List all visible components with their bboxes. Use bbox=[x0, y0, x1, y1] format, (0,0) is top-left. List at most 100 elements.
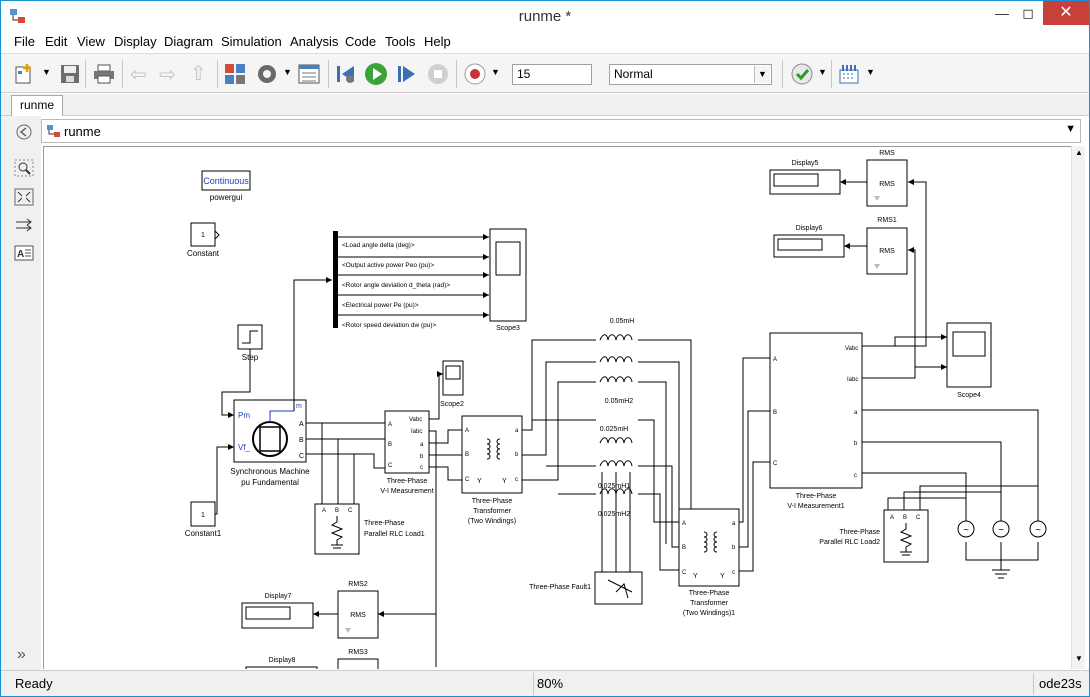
menu-tools[interactable]: Tools bbox=[385, 34, 416, 49]
vi-measurement-block[interactable]: A B C Vabc Iabc a b c Three-Phase V-I Me… bbox=[380, 410, 434, 495]
zoom-icon[interactable] bbox=[14, 159, 34, 177]
tr2-port-lb: b bbox=[732, 545, 736, 551]
scroll-up-icon[interactable]: ▲ bbox=[1075, 148, 1083, 157]
sm-port-a: A bbox=[299, 421, 304, 428]
powergui-name: powergui bbox=[210, 193, 243, 202]
menu-analysis[interactable]: Analysis bbox=[290, 34, 339, 49]
three-phase-fault-block[interactable]: Three-Phase Fault1 bbox=[529, 571, 643, 605]
tr1-port-lb: b bbox=[515, 452, 519, 458]
breadcrumb-model[interactable]: runme bbox=[64, 124, 101, 139]
build-dropdown-icon[interactable]: ▼ bbox=[866, 67, 875, 77]
menu-help[interactable]: Help bbox=[424, 34, 451, 49]
save-icon[interactable] bbox=[58, 62, 82, 86]
display6-block[interactable]: Display6 bbox=[773, 225, 845, 258]
tr2-port-la: a bbox=[732, 521, 736, 527]
vertical-scrollbar[interactable]: ▲ ▼ bbox=[1071, 146, 1085, 669]
status-solver[interactable]: ode23s bbox=[1039, 676, 1082, 691]
record-dropdown-icon[interactable]: ▼ bbox=[491, 67, 500, 77]
toolbar-separator bbox=[85, 60, 86, 88]
vi-port-c: C bbox=[388, 463, 393, 469]
forward-icon[interactable]: ⇨ bbox=[159, 64, 176, 86]
new-model-icon[interactable] bbox=[13, 62, 37, 86]
inductors[interactable] bbox=[599, 334, 633, 495]
rms-block[interactable]: RMS RMS bbox=[866, 150, 908, 207]
scope3-block[interactable]: Scope3 bbox=[489, 228, 527, 332]
sm-name-2: pu Fundamental bbox=[241, 478, 299, 487]
bus-signal: <Load angle delta (deg)> bbox=[342, 242, 415, 249]
menu-view[interactable]: View bbox=[77, 34, 105, 49]
rms2-name: RMS2 bbox=[348, 581, 368, 588]
model-explorer-icon[interactable] bbox=[297, 62, 321, 86]
toolbar-separator bbox=[122, 60, 123, 88]
transformer2-block[interactable]: A B C a b c Y Y Three-Phase Transformer … bbox=[678, 508, 740, 617]
bus-selector[interactable] bbox=[333, 231, 338, 328]
maximize-button[interactable]: ◻ bbox=[1022, 5, 1034, 21]
record-icon[interactable] bbox=[463, 62, 487, 86]
scope2-block[interactable]: Scope2 bbox=[440, 360, 464, 408]
hide-browser-icon[interactable] bbox=[14, 123, 34, 141]
status-ready: Ready bbox=[15, 676, 53, 691]
vi-measurement1-block[interactable]: A B C Vabc Iabc a b c Three-Phase V-I Me… bbox=[769, 332, 863, 510]
scroll-down-icon[interactable]: ▼ bbox=[1075, 654, 1083, 663]
scope3-name: Scope3 bbox=[496, 325, 520, 332]
library-browser-icon[interactable] bbox=[223, 62, 247, 86]
model-canvas[interactable]: Continuous powergui 1 Constant Step 1 Co… bbox=[43, 146, 1071, 669]
signal-lines-icon[interactable] bbox=[14, 216, 34, 234]
menu-code[interactable]: Code bbox=[345, 34, 377, 49]
inductor-label: 0.025mH2 bbox=[598, 511, 630, 518]
display8-block[interactable]: Display8 bbox=[245, 657, 318, 669]
constant-block[interactable]: 1 Constant bbox=[187, 222, 220, 258]
rms-block-text: RMS bbox=[879, 181, 895, 188]
powergui-block[interactable]: Continuous powergui bbox=[201, 170, 251, 202]
model-advisor-check-icon[interactable] bbox=[790, 62, 814, 86]
rlc-load2-block[interactable]: A B C Three-Phase Parallel RLC Load2 bbox=[819, 509, 929, 563]
minimize-button[interactable]: — bbox=[995, 5, 1009, 21]
menu-edit[interactable]: Edit bbox=[45, 34, 68, 49]
constant1-block[interactable]: 1 Constant1 bbox=[185, 501, 222, 538]
status-zoom: 80% bbox=[537, 676, 564, 691]
model-config-gear-icon[interactable] bbox=[255, 62, 279, 86]
tr2-name-2: Transformer bbox=[690, 600, 729, 607]
menu-display[interactable]: Display bbox=[114, 34, 157, 49]
synchronous-machine-block[interactable]: Pm Vf_ m A B C Synchronous Machine pu Fu… bbox=[230, 399, 310, 487]
simulation-mode-select[interactable]: Normal ▼ bbox=[609, 64, 772, 85]
toolbar-separator bbox=[831, 60, 832, 88]
stop-time-input[interactable]: 15 bbox=[512, 64, 592, 85]
fit-to-view-icon[interactable] bbox=[14, 188, 34, 206]
vi-port-lc: c bbox=[420, 465, 423, 471]
rms-name: RMS bbox=[879, 150, 895, 157]
voltage-sources[interactable]: ~ ~ ~ bbox=[957, 520, 1047, 538]
tr1-name-2: Transformer bbox=[473, 508, 512, 515]
rms2-block-text: RMS bbox=[350, 612, 366, 619]
up-to-parent-icon[interactable]: ⇧ bbox=[190, 63, 207, 85]
new-dropdown-icon[interactable]: ▼ bbox=[42, 67, 51, 77]
display7-block[interactable]: Display7 bbox=[241, 593, 314, 629]
display5-block[interactable]: Display5 bbox=[769, 160, 841, 195]
menu-diagram[interactable]: Diagram bbox=[164, 34, 214, 49]
rlc-load1-block[interactable]: A B C Three-Phase Parallel RLC Load1 bbox=[314, 503, 425, 555]
print-icon[interactable] bbox=[92, 62, 116, 86]
build-model-icon[interactable] bbox=[837, 62, 861, 86]
rms3-block[interactable]: RMS3 bbox=[337, 649, 379, 669]
scope4-block[interactable]: Scope4 bbox=[946, 322, 992, 399]
stop-icon[interactable] bbox=[426, 62, 450, 86]
close-button[interactable]: ✕ bbox=[1043, 1, 1089, 25]
transformer1-block[interactable]: A B C a b c Y Y Three-Phase Transformer … bbox=[461, 415, 523, 525]
run-icon[interactable] bbox=[364, 62, 388, 86]
rms2-block[interactable]: RMS RMS2 bbox=[337, 581, 379, 639]
back-icon[interactable]: ⇦ bbox=[130, 64, 147, 86]
chevron-down-icon[interactable]: ▼ bbox=[754, 66, 770, 83]
chevron-down-icon[interactable]: ▼ bbox=[1065, 123, 1076, 135]
config-dropdown-icon[interactable]: ▼ bbox=[283, 67, 292, 77]
annotation-icon[interactable]: A bbox=[14, 244, 34, 262]
step-back-icon[interactable] bbox=[334, 62, 358, 86]
expand-icon[interactable]: » bbox=[17, 646, 26, 663]
rms1-block[interactable]: RMS RMS1 bbox=[866, 217, 908, 275]
step-forward-icon[interactable] bbox=[395, 62, 419, 86]
block-diagram[interactable]: Continuous powergui 1 Constant Step 1 Co… bbox=[44, 147, 1071, 669]
tab-runme[interactable]: runme bbox=[11, 95, 63, 116]
menu-file[interactable]: File bbox=[14, 34, 35, 49]
scope2-name: Scope2 bbox=[440, 401, 464, 408]
menu-simulation[interactable]: Simulation bbox=[221, 34, 282, 49]
advisor-dropdown-icon[interactable]: ▼ bbox=[818, 67, 827, 77]
